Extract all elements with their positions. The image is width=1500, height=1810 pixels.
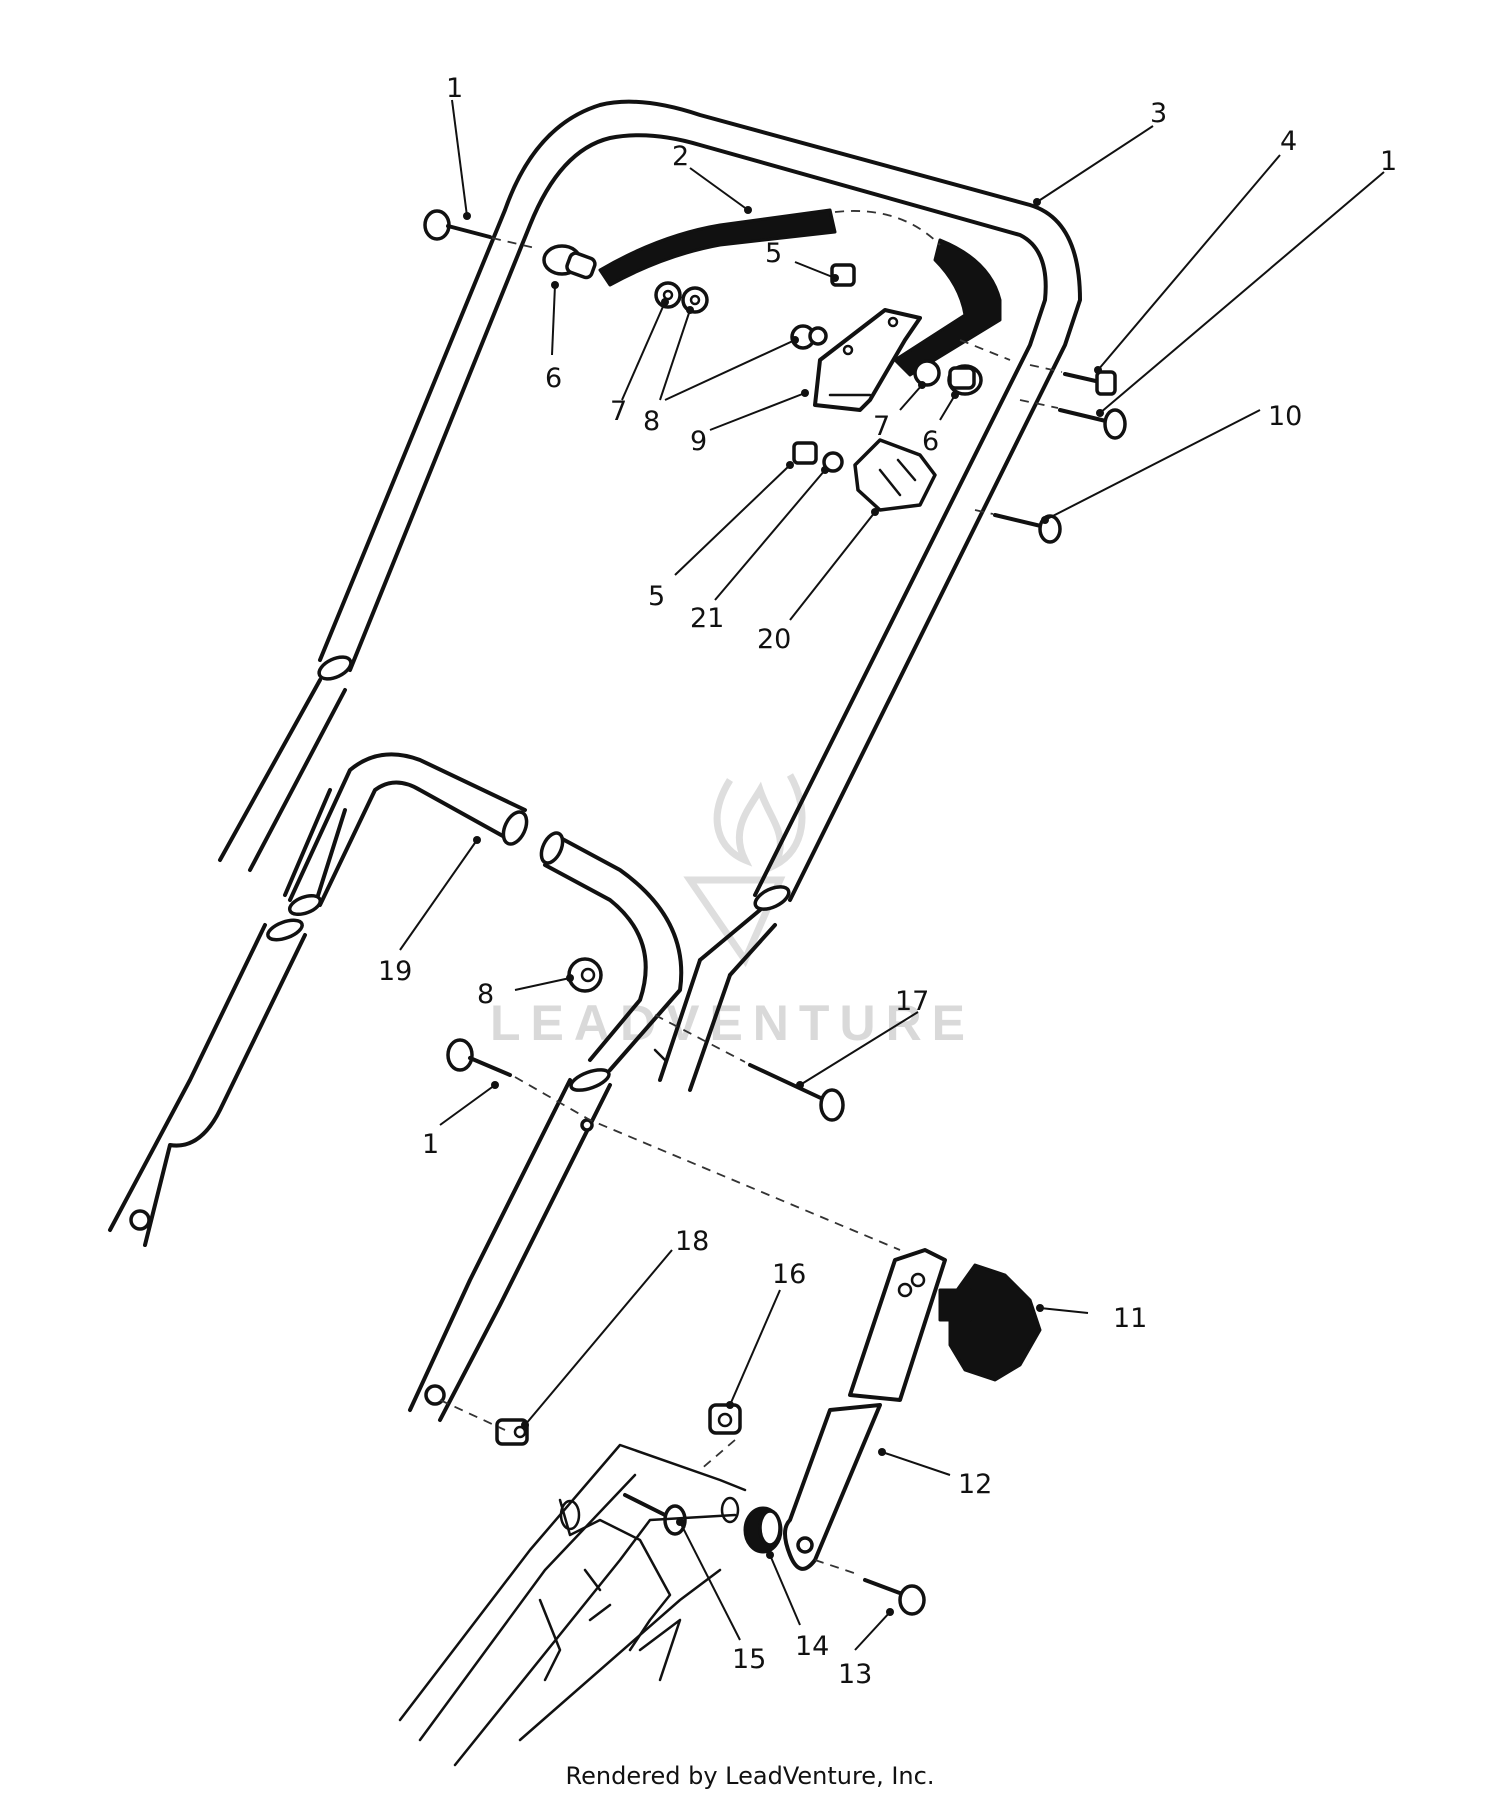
left-sleeve xyxy=(218,678,347,907)
callout-6-right: 6 xyxy=(922,426,939,457)
bolt-13 xyxy=(863,1578,926,1616)
callout-15: 15 xyxy=(732,1644,766,1675)
watermark: LEADVENTURE xyxy=(490,773,975,1051)
callout-4: 4 xyxy=(1280,126,1297,157)
upper-handle-right-end xyxy=(753,885,791,911)
center-lower-leg xyxy=(408,1068,612,1422)
callout-numbers: 1 2 3 4 1 5 6 7 8 9 7 6 10 5 21 20 19 8 … xyxy=(378,73,1397,1690)
bolt-17 xyxy=(654,1014,845,1122)
leader-lines xyxy=(399,99,1385,1651)
left-lower-leg xyxy=(108,918,307,1247)
callout-1-top-right: 1 xyxy=(1380,146,1397,177)
callout-6-left: 6 xyxy=(545,363,562,394)
callout-5-lower: 5 xyxy=(648,581,665,612)
callout-8-upper: 8 xyxy=(643,406,660,437)
bolt-1-top-left xyxy=(423,209,536,249)
callout-9: 9 xyxy=(690,426,707,457)
bolt-10 xyxy=(974,509,1062,544)
control-bail xyxy=(598,208,1011,377)
callout-1-top-left: 1 xyxy=(446,73,463,104)
handle-bracket-12 xyxy=(783,1248,947,1571)
nut-5-lower xyxy=(792,441,818,465)
lower-handle-19 xyxy=(287,752,684,1072)
callout-14: 14 xyxy=(795,1631,829,1662)
footer-credit: Rendered by LeadVenture, Inc. xyxy=(565,1762,935,1790)
mower-deck xyxy=(398,1443,747,1767)
washer-21 xyxy=(822,451,844,473)
bushing-right xyxy=(947,364,983,396)
callout-2: 2 xyxy=(672,141,689,172)
nut-8-lower xyxy=(567,957,603,993)
roller-14 xyxy=(743,1506,783,1554)
callout-21: 21 xyxy=(690,603,724,634)
callout-20: 20 xyxy=(757,624,791,655)
watermark-flame-icon xyxy=(713,773,806,873)
watermark-text: LEADVENTURE xyxy=(490,995,975,1051)
callout-3: 3 xyxy=(1150,98,1167,129)
upper-handle xyxy=(317,99,1082,911)
bracket-9 xyxy=(813,308,922,412)
bolt-15 xyxy=(623,1493,687,1536)
bushing-left xyxy=(542,244,597,280)
callout-17: 17 xyxy=(895,986,929,1017)
callout-13: 13 xyxy=(838,1659,872,1690)
nut-8-left xyxy=(681,286,709,314)
callout-18: 18 xyxy=(675,1226,709,1257)
bolt-1-lower xyxy=(446,1038,901,1251)
callout-5-upper: 5 xyxy=(765,238,782,269)
callout-7-left: 7 xyxy=(610,396,627,427)
bolt-4 xyxy=(1029,364,1117,396)
callout-19: 19 xyxy=(378,956,412,987)
callout-1-lower: 1 xyxy=(422,1129,439,1160)
callout-16: 16 xyxy=(772,1259,806,1290)
nut-16 xyxy=(708,1403,742,1435)
right-lower-tube xyxy=(658,908,777,1092)
upper-handle-left-end xyxy=(317,655,353,681)
cable-guide-20 xyxy=(853,438,937,512)
callout-11: 11 xyxy=(1113,1303,1147,1334)
nut-7-right xyxy=(913,359,941,387)
nut-18 xyxy=(495,1418,529,1446)
watermark-shield-icon xyxy=(683,876,786,968)
callout-12: 12 xyxy=(958,1469,992,1500)
callout-10: 10 xyxy=(1268,401,1302,432)
callout-8-lower: 8 xyxy=(477,979,494,1010)
knob-11 xyxy=(938,1263,1042,1382)
bolt-1-right xyxy=(1019,399,1127,440)
callout-7-right: 7 xyxy=(873,411,890,442)
